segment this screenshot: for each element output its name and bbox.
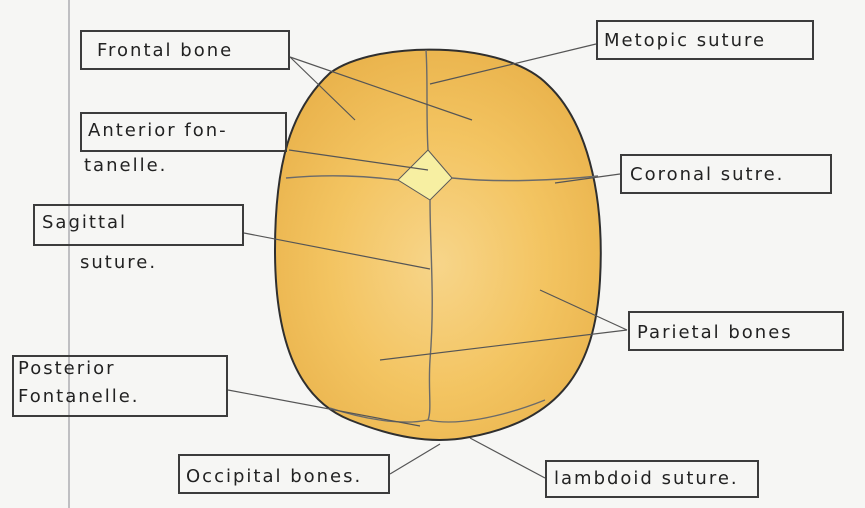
occipital-bones-label: Occipital bones. <box>186 466 362 487</box>
anterior-fontanelle-label-line1: Anterior fon- <box>88 120 228 141</box>
coronal-suture-label: Coronal sutre. <box>630 164 784 185</box>
anterior-fontanelle-label-line2: tanelle. <box>84 155 167 176</box>
metopic-suture-label: Metopic suture <box>604 30 766 51</box>
posterior-fontanelle-label-line2: Fontanelle. <box>18 386 140 407</box>
sagittal-suture-label-line1: Sagittal <box>42 212 127 233</box>
parietal-bones-label: Parietal bones <box>637 322 793 343</box>
frontal-bone-label: Frontal bone <box>97 40 233 61</box>
lambdoid-suture-label: lambdoid suture. <box>554 468 739 489</box>
posterior-fontanelle-label-line1: Posterior <box>18 358 116 379</box>
sagittal-suture-label-line2: suture. <box>80 252 157 273</box>
